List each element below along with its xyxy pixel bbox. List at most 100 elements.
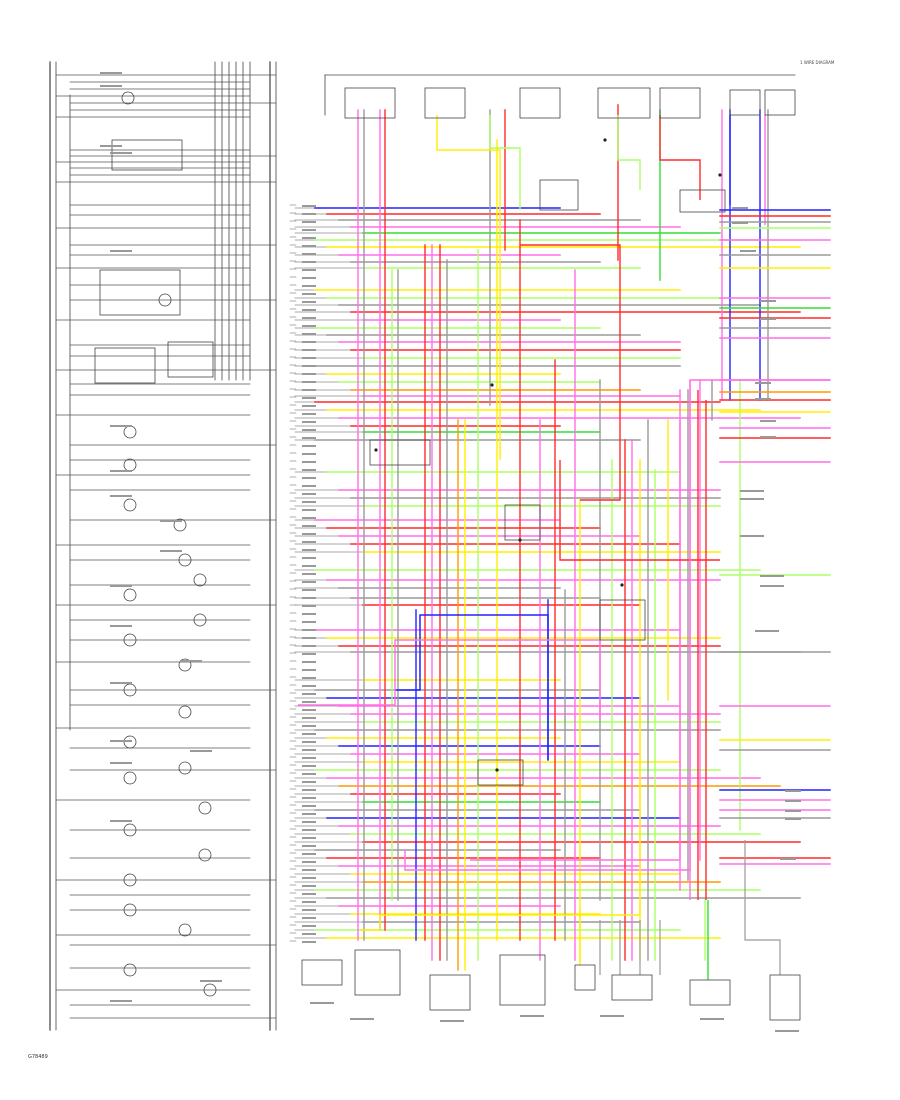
wire-color-code-mark: [302, 413, 316, 415]
component-label-mark: [755, 630, 779, 632]
routing-wire: [404, 379, 830, 871]
wire-color-code-mark: [302, 285, 316, 287]
relay-module-box: [679, 189, 726, 213]
indicator-lamp-symbol: [123, 458, 137, 472]
wire-color-code-mark: [302, 917, 316, 919]
wire-color-code-mark: [302, 885, 316, 887]
cluster-label-mark: [160, 520, 182, 522]
cluster-label-mark: [160, 550, 182, 552]
wire-color-code-mark: [780, 858, 796, 860]
wire-color-code-mark: [302, 765, 316, 767]
wire-color-code-mark: [302, 461, 316, 463]
cluster-label-mark: [100, 85, 122, 87]
wire-color-code-mark: [732, 222, 748, 224]
cluster-module-box: [111, 139, 183, 171]
wire-color-code-mark: [302, 605, 316, 607]
wire-color-code-mark: [760, 318, 776, 320]
wire-color-code-mark: [302, 293, 316, 295]
cluster-label-mark: [110, 585, 132, 587]
wire-color-code-mark: [302, 277, 316, 279]
wire-color-code-mark: [302, 397, 316, 399]
wire-layer: [294, 104, 831, 980]
relay-box: [94, 347, 156, 384]
wire-color-code-mark: [302, 245, 316, 247]
wire-color-code-mark: [785, 790, 801, 792]
component-label-mark: [775, 1030, 799, 1032]
label-layer: [100, 72, 801, 1032]
wire-color-code-mark: [755, 398, 771, 400]
cluster-label-mark: [110, 250, 132, 252]
splice-dot: [718, 173, 722, 177]
indicator-lamp-symbol: [121, 91, 135, 105]
figure-code: G78489: [28, 1054, 48, 1060]
indicator-lamp-symbol: [123, 498, 137, 512]
component-label-mark: [310, 1002, 334, 1004]
wire-color-code-mark: [302, 597, 316, 599]
wire-color-code-mark: [302, 549, 316, 551]
indicator-lamp-symbol: [178, 923, 192, 937]
wire-color-code-mark: [755, 382, 771, 384]
wire-color-code-mark: [740, 250, 756, 252]
wire-color-code-mark: [302, 781, 316, 783]
wire-color-code-mark: [302, 373, 316, 375]
routing-wire: [489, 115, 521, 210]
wire-color-code-mark: [302, 933, 316, 935]
splice-dot: [620, 583, 624, 587]
component-label-mark: [350, 1018, 374, 1020]
wire-color-code-mark: [302, 213, 316, 215]
wire-color-code-mark: [302, 893, 316, 895]
cluster-label-mark: [110, 762, 132, 764]
wire-color-code-mark: [302, 517, 316, 519]
indicator-lamp-symbol: [173, 518, 187, 532]
wire-color-code-mark: [302, 669, 316, 671]
cluster-label-mark: [180, 660, 202, 662]
wire-color-code-mark: [302, 909, 316, 911]
routing-wire: [298, 639, 601, 720]
cluster-label-mark: [190, 750, 212, 752]
top-component-box: [659, 87, 701, 119]
wire-color-code-mark: [302, 533, 316, 535]
routing-wire: [744, 840, 781, 975]
wire-color-code-mark: [302, 357, 316, 359]
splice-dot: [374, 448, 378, 452]
wire-color-code-mark: [302, 685, 316, 687]
wire-color-code-mark: [302, 645, 316, 647]
cluster-label-mark: [110, 740, 132, 742]
wire-color-code-mark: [302, 717, 316, 719]
cluster-label-mark: [110, 1000, 132, 1002]
indicator-lamp-symbol: [178, 761, 192, 775]
indicator-lamp-symbol: [193, 613, 207, 627]
cluster-label-mark: [100, 72, 122, 74]
component-label-mark: [740, 490, 764, 492]
wire-color-code-mark: [302, 677, 316, 679]
wire-color-code-mark: [302, 341, 316, 343]
diode-module-box: [477, 759, 524, 786]
routing-wire: [470, 420, 681, 861]
wire-color-code-mark: [302, 389, 316, 391]
wire-color-code-mark: [785, 818, 801, 820]
indicator-lamp-symbol: [123, 873, 137, 887]
wire-color-code-mark: [302, 693, 316, 695]
bottom-component-box: [354, 949, 401, 996]
bottom-component-box: [429, 974, 471, 1011]
top-component-box: [344, 87, 396, 119]
top-component-box: [597, 87, 651, 119]
indicator-lamp-symbol: [123, 823, 137, 837]
top-component-box: [764, 89, 796, 116]
diagram-header-right: 1 WIRE DIAGRAM: [800, 60, 835, 65]
wire-color-code-mark: [302, 437, 316, 439]
indicator-lamp-symbol: [123, 633, 137, 647]
wire-color-code-mark: [302, 637, 316, 639]
cluster-label-mark: [100, 145, 122, 147]
wire-color-code-mark: [302, 741, 316, 743]
bottom-component-box: [769, 974, 801, 1021]
wire-color-code-mark: [302, 709, 316, 711]
wire-color-code-mark: [302, 469, 316, 471]
wire-color-code-mark: [760, 436, 776, 438]
wire-color-code-mark: [302, 477, 316, 479]
wire-color-code-mark: [302, 733, 316, 735]
component-label-mark: [760, 585, 784, 587]
wire-color-code-mark: [302, 589, 316, 591]
indicator-lamp-symbol: [193, 573, 207, 587]
